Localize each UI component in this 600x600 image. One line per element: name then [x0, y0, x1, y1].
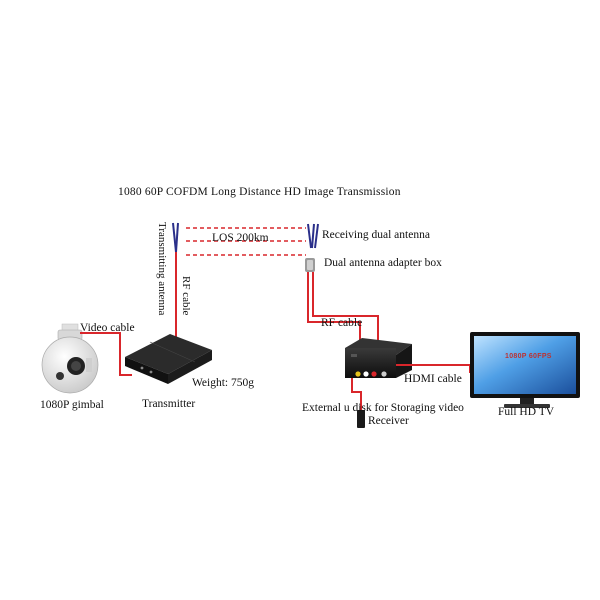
transmitter-label: Transmitter: [142, 398, 196, 410]
receiver-label: Receiver: [368, 415, 409, 427]
weight-label: Weight: 750g: [192, 377, 254, 389]
external-disk-label: External u disk for Storaging video: [302, 402, 464, 414]
tv-screen-text: 1080P 60FPS: [505, 353, 552, 360]
wireless-link-lines: [186, 227, 306, 256]
full-hd-tv: [470, 332, 580, 408]
transmitting-antenna-label: Transmitting antenna: [156, 222, 168, 316]
diagram-title: 1080 60P COFDM Long Distance HD Image Tr…: [118, 186, 401, 198]
receiving-antenna: [307, 223, 319, 249]
receiver-device: [345, 338, 412, 378]
tv-label: Full HD TV: [498, 406, 555, 418]
los-distance-label: LOS 200km: [212, 232, 269, 244]
rf-cable-tx-label: RF cable: [180, 276, 192, 316]
gimbal-camera: [41, 323, 99, 394]
rf-cable-rx-label: RF cable: [321, 317, 363, 329]
video-cable-label: Video cable: [80, 322, 135, 334]
receiving-antenna-label: Receiving dual antenna: [322, 229, 430, 241]
usb-disk: [357, 410, 365, 428]
adapter-box: [305, 258, 315, 272]
hdmi-cable-label: HDMI cable: [404, 373, 462, 385]
rf-cable-receiver: [307, 272, 379, 352]
adapter-box-label: Dual antenna adapter box: [324, 257, 442, 269]
usb-disk-cable: [351, 378, 362, 410]
transmitter-device: [125, 334, 212, 384]
transmitting-antenna: [172, 222, 179, 253]
gimbal-label: 1080P gimbal: [40, 399, 104, 411]
video-cable: [80, 332, 132, 376]
